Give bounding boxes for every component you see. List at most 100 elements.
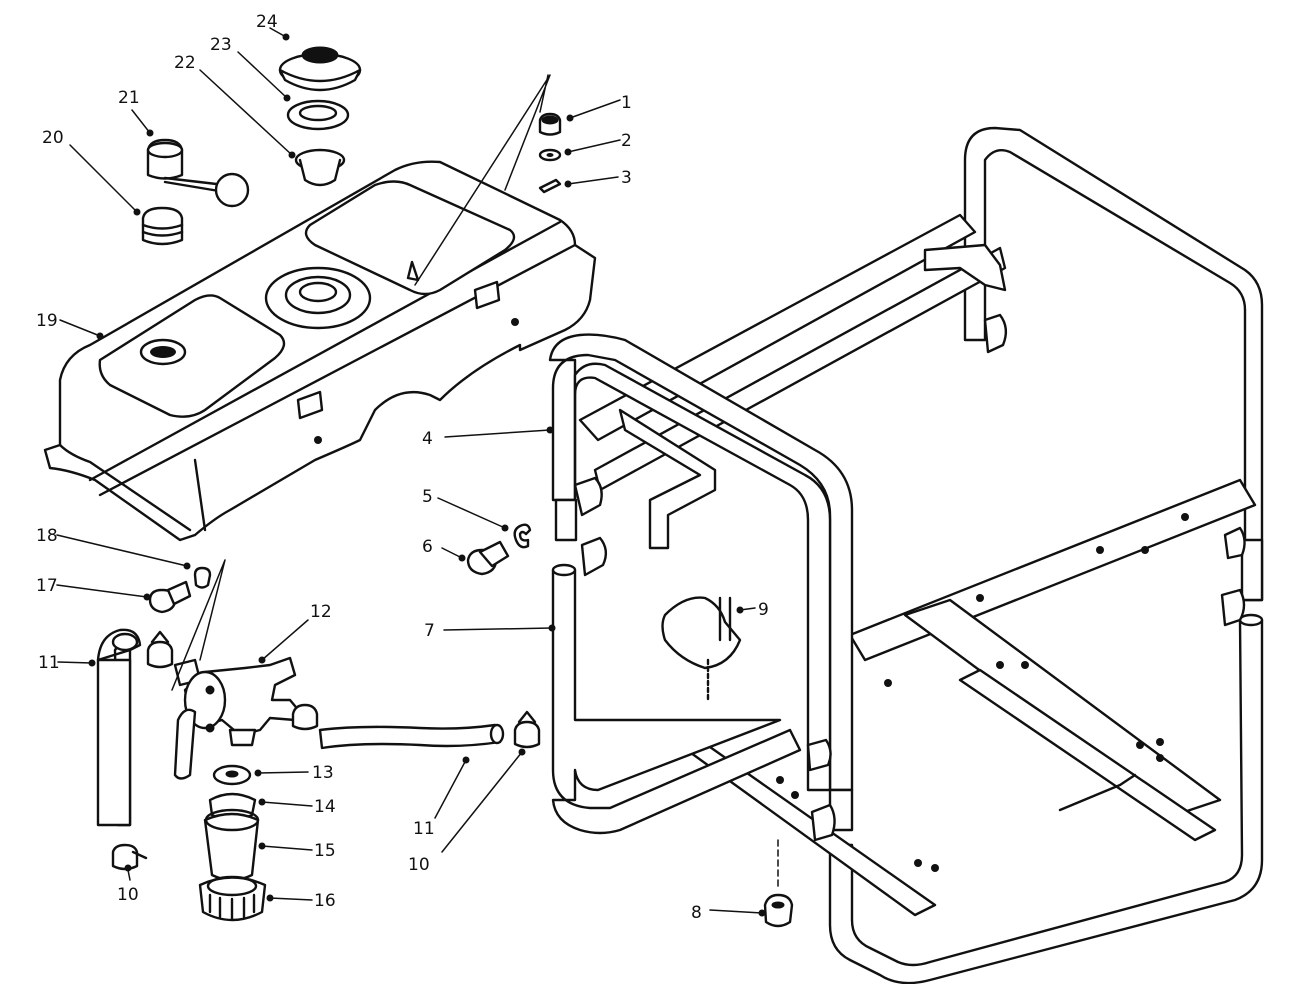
top-rail-left (578, 213, 977, 442)
callout-7: 7 (424, 621, 435, 641)
fuel-valve-assembly (96, 566, 541, 922)
rubber-foot (661, 596, 742, 670)
valve-bolt-shank (166, 580, 192, 606)
washer-hole (546, 153, 554, 157)
callout-10-left: 10 (117, 885, 139, 905)
mount-bracket-right (1220, 588, 1246, 627)
frame-hole (1141, 546, 1149, 554)
fuel-hose-right (318, 723, 502, 750)
fuel-valve-flange-hole (205, 685, 215, 695)
callout-22: 22 (174, 53, 196, 73)
front-frame-inner (573, 362, 832, 792)
callout-12: 12 (310, 602, 332, 622)
filler-cap-parts (141, 46, 362, 246)
gauge-plug-top (146, 141, 184, 159)
sediment-ring-nut-inner (206, 875, 258, 897)
fuel-valve-lever (173, 708, 197, 780)
callout-20: 20 (42, 128, 64, 148)
sediment-cup (203, 812, 260, 882)
callout-14: 14 (314, 797, 336, 817)
snap-ring (513, 523, 532, 549)
drain-plug-thread (141, 223, 184, 237)
callout-4: 4 (422, 429, 433, 449)
mount-bracket-front-left-2 (580, 536, 608, 577)
fuel-tank-seam (58, 443, 192, 532)
rubber-foot-stud (718, 596, 732, 642)
callout-8: 8 (691, 903, 702, 923)
sediment-ring-nut-knurl (208, 893, 256, 921)
frame-hole (914, 859, 922, 867)
frame-hole (884, 679, 892, 687)
frame-hole (1181, 513, 1189, 521)
fuel-cap-gasket-inner (298, 104, 338, 122)
callout-11-right: 11 (413, 819, 435, 839)
fuel-tank-panel-left (98, 294, 286, 418)
fuel-filler-inner (298, 281, 338, 303)
rubber-grommet-top (541, 115, 559, 125)
hose-clamp-bottom (111, 843, 139, 871)
callout-9: 9 (758, 600, 769, 620)
frame-assembly (548, 126, 1264, 984)
frame-hole (1021, 661, 1029, 669)
callout-13: 13 (312, 763, 334, 783)
callout-17: 17 (36, 576, 58, 596)
fuel-hose-left-end (111, 632, 139, 652)
callout-labels: 1 2 3 4 5 6 7 8 9 10 10 11 11 12 13 14 1… (36, 12, 769, 923)
fuel-tank-hole (314, 436, 322, 444)
mount-bracket-front-right (810, 803, 836, 842)
base-bracket (1058, 773, 1137, 812)
front-frame-loop (548, 333, 854, 792)
frame-hole (976, 594, 984, 602)
fuel-strainer-basket (298, 158, 342, 187)
hose-clamp-upper (146, 640, 174, 669)
fuel-hose-left-body (96, 658, 132, 827)
grommet-indicator (414, 74, 551, 286)
hose-clamp-far-tab (517, 710, 537, 724)
fuel-tank-panel-right (304, 180, 516, 296)
fuel-valve-flange-hole (205, 723, 215, 733)
callout-24: 24 (256, 12, 278, 32)
front-frame-lower-tube (551, 568, 802, 835)
fuel-valve-bowl-neck (228, 728, 257, 747)
fuel-hose-right-end (489, 723, 505, 745)
callout-5: 5 (422, 487, 433, 507)
fuel-tank-hole (511, 318, 519, 326)
callout-10-right: 10 (408, 855, 430, 875)
valve-indicator (171, 559, 226, 691)
base-rail-2 (958, 668, 1217, 842)
front-leg-tube-end (551, 563, 577, 577)
callout-21: 21 (118, 88, 140, 108)
fuel-gauge-hole-inner (150, 346, 176, 358)
frame-hole (1096, 546, 1104, 554)
fuel-cap-knurl (278, 68, 362, 92)
gauge-float (214, 172, 250, 208)
hose-clamp-upper-tab (150, 630, 170, 644)
frame-hole (931, 864, 939, 872)
frame-hole (1156, 738, 1164, 746)
callout-19: 19 (36, 311, 58, 331)
callout-2: 2 (621, 131, 632, 151)
hose-clamp-far (513, 720, 541, 749)
fuel-tank (43, 160, 597, 542)
cross-bar-mid (903, 598, 1222, 817)
callout-23: 23 (210, 35, 232, 55)
callout-3: 3 (621, 168, 632, 188)
mount-bracket-rear-2 (983, 313, 1008, 354)
sediment-cup-gasket-hole (225, 770, 239, 778)
hex-nut (763, 893, 794, 928)
hose-clamp-bottom-tab (131, 850, 148, 860)
small-parts (466, 112, 794, 928)
callout-1: 1 (621, 93, 632, 113)
hose-clamp-right (291, 703, 319, 731)
sediment-cup-rim (204, 808, 260, 832)
fuel-filler-ring (284, 275, 352, 315)
fuel-tank-edge (193, 458, 207, 532)
cotter-pin (538, 178, 562, 194)
callout-6: 6 (422, 537, 433, 557)
fuel-tank-clip-left (296, 390, 324, 420)
cross-bar-front (848, 478, 1257, 662)
frame-hole (996, 661, 1004, 669)
frame-hole (1156, 754, 1164, 762)
bolt-shank (478, 540, 510, 568)
